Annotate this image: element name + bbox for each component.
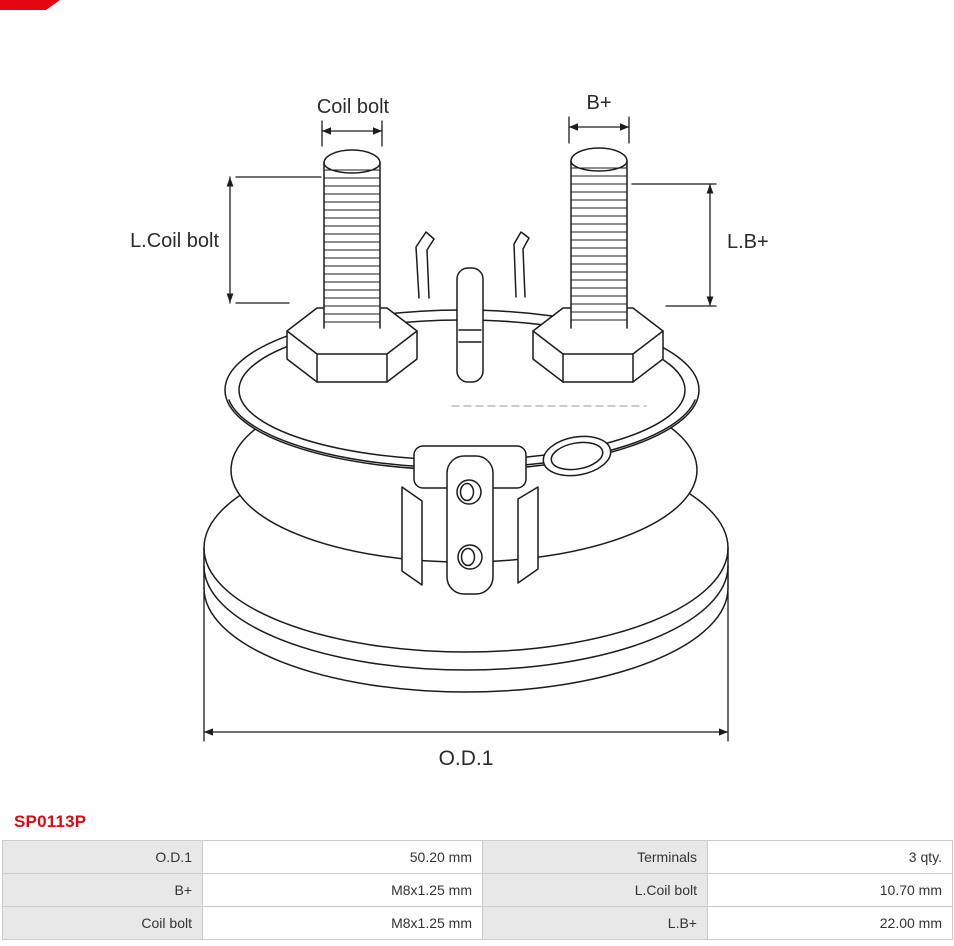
label-od1: O.D.1 [439,747,494,770]
mounting-bracket [401,445,539,595]
spec-label: Coil bolt [2,906,203,940]
spec-value: M8x1.25 mm [202,906,483,940]
spec-label: B+ [2,873,203,907]
dim-b-plus [568,116,630,144]
spec-label: O.D.1 [2,840,203,874]
oval-hole [542,435,612,477]
table-row: B+ M8x1.25 mm L.Coil bolt 10.70 mm [2,873,953,907]
center-tab [456,267,484,383]
dim-l-b-plus [631,183,717,307]
technical-diagram: Coil bolt B+ L.Coil bolt L.B+ O.D.1 [0,0,769,770]
hex-boss-right [532,307,664,383]
spec-value: M8x1.25 mm [202,873,483,907]
label-b-plus: B+ [586,92,611,114]
label-l-coil-bolt: L.Coil bolt [130,230,219,252]
hex-boss-left [286,307,418,383]
spec-value: 50.20 mm [202,840,483,874]
label-coil-bolt: Coil bolt [317,96,390,118]
table-row: O.D.1 50.20 mm Terminals 3 qty. [2,840,953,874]
spec-value: 22.00 mm [707,906,953,940]
thread-lines [570,167,628,321]
spec-label: L.Coil bolt [482,873,708,907]
coil-bolt-stud [323,149,381,329]
spec-value: 3 qty. [707,840,953,874]
as-logo-fragment [0,0,60,10]
dim-od1 [203,591,729,742]
spec-label: L.B+ [482,906,708,940]
clip-left [415,231,435,299]
part-number: SP0113P [14,812,87,831]
spec-value: 10.70 mm [707,873,953,907]
thread-lines [323,169,381,323]
spec-label: Terminals [482,840,708,874]
b-plus-stud [570,147,628,329]
label-l-b-plus: L.B+ [727,231,769,253]
clip-right [513,231,530,298]
spec-table: O.D.1 50.20 mm Terminals 3 qty. B+ M8x1.… [2,840,953,940]
dim-l-coil-bolt [226,176,322,304]
dim-coil-bolt [321,120,383,147]
table-row: Coil bolt M8x1.25 mm L.B+ 22.00 mm [2,906,953,940]
